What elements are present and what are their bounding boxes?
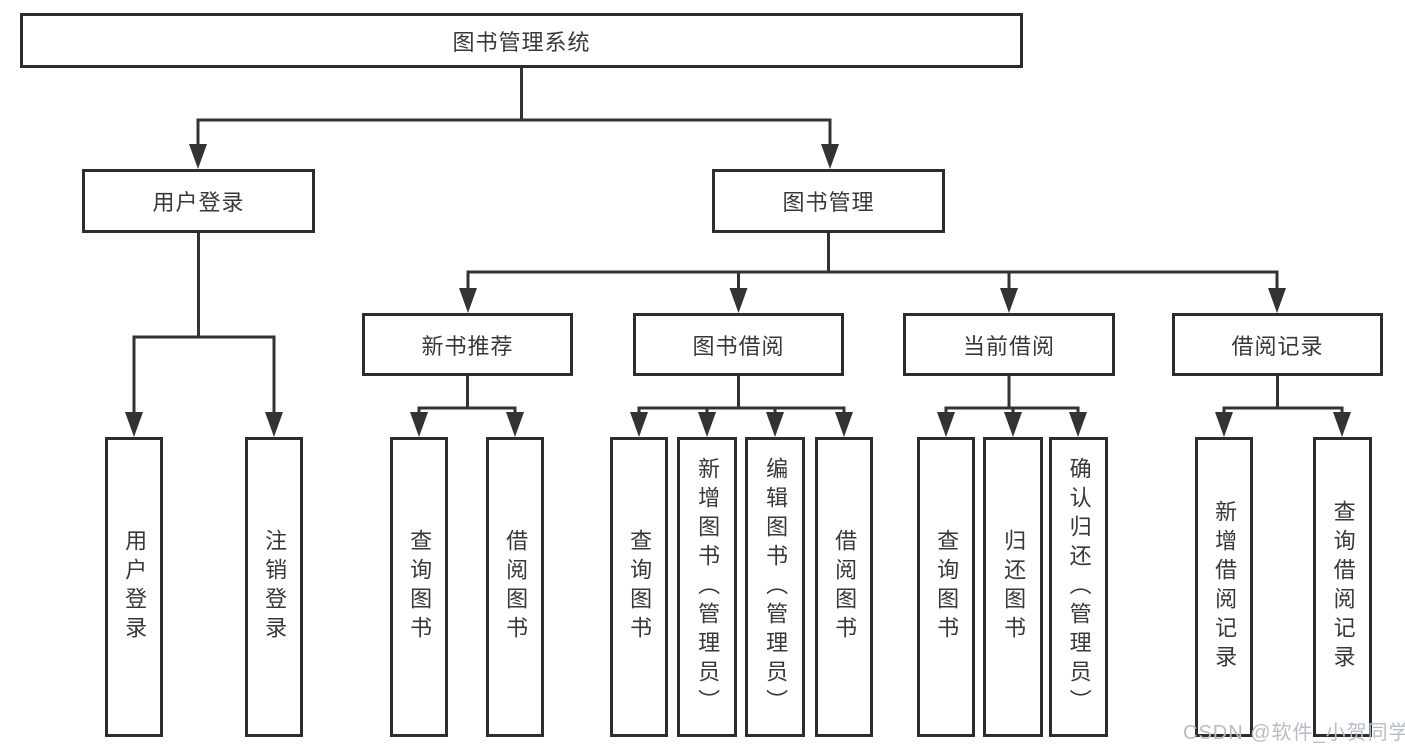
leaf-user-login: 用户登录: [105, 437, 163, 737]
leaf-query-books-current: 查询图书: [917, 437, 975, 737]
watermark: CSDN @软件_小贺同学: [1183, 722, 1405, 744]
leaf-query-books-borrow: 查询图书: [610, 437, 668, 737]
link-book-mgmt-to-level3: [466, 233, 1279, 291]
link-root-to-level2: [196, 68, 832, 147]
arrow-down-icon: [189, 144, 207, 169]
arrow-down-icon: [506, 412, 524, 437]
leaf-add-borrow-record: 新增借阅记录: [1195, 437, 1253, 737]
arrow-down-icon: [821, 144, 839, 169]
link-new-book-to-leaves: [417, 376, 517, 416]
link-current-borrow-to-leaves: [944, 376, 1080, 416]
node-new-book-recommend: 新书推荐: [362, 313, 573, 376]
arrow-down-icon: [1215, 412, 1233, 437]
link-user-login-to-leaves: [132, 233, 276, 415]
leaf-borrow-books: 借阅图书: [815, 437, 873, 737]
node-book-management: 图书管理: [712, 169, 945, 233]
leaf-query-borrow-record: 查询借阅记录: [1313, 437, 1372, 737]
node-current-borrow: 当前借阅: [903, 313, 1115, 376]
leaf-query-books-recommend: 查询图书: [390, 437, 448, 737]
arrow-down-icon: [1069, 412, 1087, 437]
arrow-down-icon: [937, 412, 955, 437]
arrow-down-icon: [410, 412, 428, 437]
node-user-login: 用户登录: [82, 169, 315, 233]
node-book-borrow: 图书借阅: [633, 313, 844, 376]
arrow-down-icon: [1333, 412, 1351, 437]
leaf-borrow-books-recommend: 借阅图书: [486, 437, 544, 737]
arrow-down-icon: [1268, 288, 1286, 313]
arrow-down-icon: [459, 288, 477, 313]
leaf-add-book-admin: 新增图书（管理员）: [677, 437, 737, 737]
arrow-down-icon: [698, 412, 716, 437]
arrowheads: [125, 144, 1351, 437]
arrow-down-icon: [265, 412, 283, 437]
arrow-down-icon: [766, 412, 784, 437]
arrow-down-icon: [1004, 412, 1022, 437]
arrow-down-icon: [729, 288, 748, 313]
leaf-return-book: 归还图书: [983, 437, 1043, 737]
arrow-down-icon: [835, 412, 853, 437]
arrow-down-icon: [1000, 288, 1018, 313]
link-borrow-records-to-leaves: [1222, 376, 1344, 416]
link-book-borrow-to-leaves: [637, 376, 846, 416]
arrow-down-icon: [125, 412, 143, 437]
node-borrow-records: 借阅记录: [1172, 313, 1383, 376]
arrow-down-icon: [630, 412, 648, 437]
node-library-system: 图书管理系统: [20, 13, 1023, 68]
leaf-confirm-return-admin: 确认归还（管理员）: [1049, 437, 1108, 737]
leaf-edit-book-admin: 编辑图书（管理员）: [745, 437, 805, 737]
leaf-logout: 注销登录: [245, 437, 303, 737]
